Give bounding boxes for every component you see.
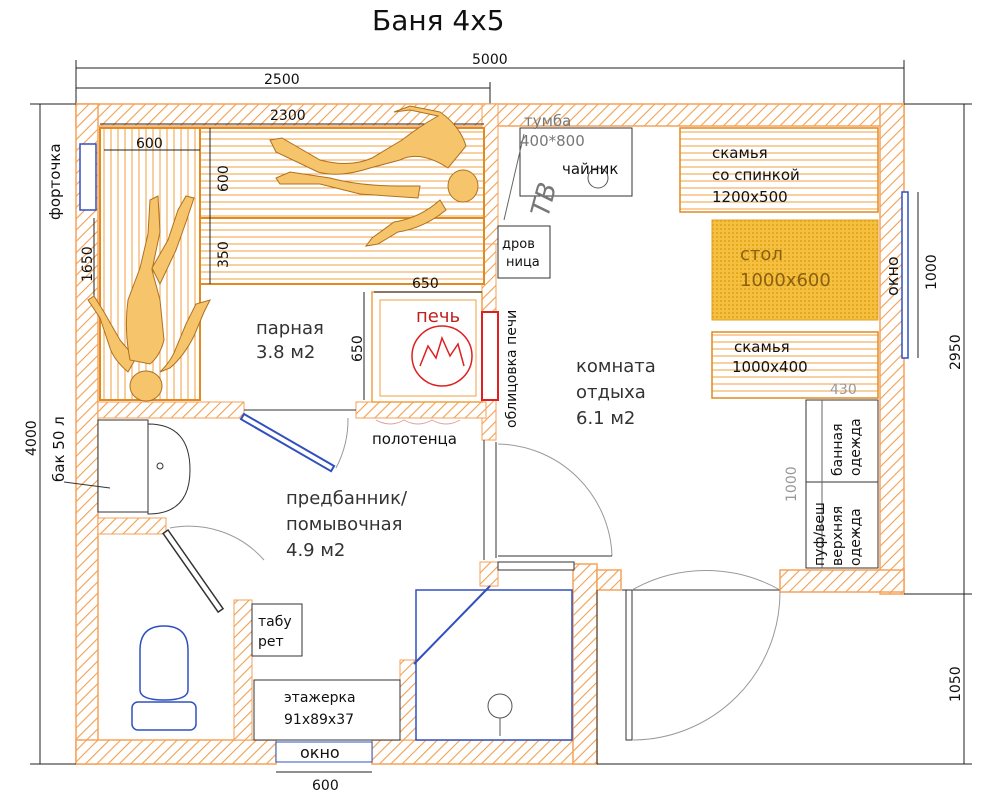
dim-total-height: 4000	[24, 103, 76, 765]
towels-label: полотенца	[372, 430, 457, 448]
outer-walls	[75, 103, 905, 765]
dim-1000-door-label: 1000	[784, 466, 800, 502]
page-title: Баня 4х5	[372, 4, 505, 37]
steam-room-area: 3.8 м2	[256, 342, 315, 363]
tumba-cabinet	[503, 127, 633, 221]
dim-600-v-label: 600	[216, 165, 232, 192]
dim-2300-label: 2300	[270, 108, 306, 124]
toilet-door[interactable]	[162, 525, 265, 614]
stool-label-1: табу	[258, 614, 292, 630]
dim-5000-label: 5000	[472, 52, 508, 68]
fortochka-label: форточка	[46, 143, 64, 220]
bottom-window-label: окно	[300, 743, 340, 762]
tumba-label-1: тумба	[524, 112, 571, 130]
right-window-label: окно	[883, 256, 902, 296]
steam-room-name: парная	[256, 318, 324, 339]
firewood-rack	[497, 225, 551, 279]
dim-350-label: 350	[216, 241, 232, 268]
bench-small-label-1: скамья	[734, 338, 790, 356]
stool-label-2: рет	[258, 634, 284, 650]
stove	[371, 291, 499, 403]
table-label-2: 1000х600	[740, 270, 831, 291]
table-label-1: стол	[740, 244, 783, 265]
shower-cabin	[413, 585, 573, 741]
bench-back-label-1: скамья	[712, 144, 768, 162]
bath-clothes-label-2: одежда	[848, 418, 864, 476]
firewood-label-1: дров	[502, 237, 535, 252]
shelf-label-1: этажерка	[284, 690, 356, 706]
wash-room-name-1: предбанник/	[286, 488, 408, 509]
right-window	[901, 191, 919, 359]
stove-dims: 650 650	[350, 276, 482, 400]
wash-room-area: 4.9 м2	[286, 540, 345, 561]
bench-small	[711, 331, 879, 399]
sauna-door[interactable]	[239, 409, 356, 473]
tumba-label-2: 400*800	[520, 132, 585, 150]
stove-cladding-label: облицовка печи	[504, 310, 520, 428]
firewood-label-2: ница	[506, 255, 540, 270]
dim-650-h-label: 650	[350, 335, 366, 362]
dim-total-width: 5000	[75, 52, 905, 104]
dim-2500-label: 2500	[264, 72, 300, 88]
shelf-label-2: 91х89х37	[284, 712, 354, 728]
wash-room-name-2: помывочная	[286, 514, 402, 535]
table	[711, 219, 879, 321]
sink	[97, 419, 191, 515]
bench-dims: 2300 600 600 350 1650	[80, 108, 484, 296]
dim-430-label: 430	[830, 382, 857, 398]
dim-1000-window-label: 1000	[924, 254, 940, 290]
dim-left-width: 2500	[76, 72, 491, 104]
towel-rack	[375, 419, 461, 425]
outer-clothes-label-3: одежда	[848, 508, 864, 566]
teapot-label: чайник	[562, 160, 618, 178]
person-lying-top	[269, 105, 479, 247]
shelf	[253, 679, 401, 741]
bath-clothes-label-1: банная	[830, 423, 846, 476]
dim-1050-label: 1050	[948, 666, 964, 702]
bottom-window	[275, 741, 373, 773]
dim-right: 2950 1050	[597, 103, 972, 765]
rest-room-area: 6.1 м2	[576, 408, 635, 429]
rest-room-name-2: отдыха	[576, 382, 646, 403]
outer-clothes-label-1: пуф/веш	[812, 502, 828, 566]
outer-clothes-label-2: верхняя	[830, 506, 846, 566]
bench-back-label-3: 1200х500	[712, 188, 788, 206]
dim-600-h-label: 600	[136, 136, 163, 152]
entrance-door[interactable]	[596, 569, 781, 764]
toilet	[131, 625, 197, 731]
bench-small-label-2: 1000х400	[732, 358, 808, 376]
dim-1650-label: 1650	[80, 246, 96, 282]
wardrobes	[805, 399, 879, 569]
bench-back-label-2: со спинкой	[712, 166, 800, 184]
sauna-vent-window	[79, 143, 97, 211]
rest-room-door[interactable]	[483, 440, 613, 560]
rest-room-name-1: комната	[576, 356, 656, 377]
dim-4000-label: 4000	[24, 420, 40, 456]
tank-label: бак 50 л	[50, 416, 68, 482]
dim-650-w-label: 650	[412, 276, 439, 292]
dim-600-window-label: 600	[312, 778, 339, 794]
dim-2950-label: 2950	[948, 334, 964, 370]
stove-label: печь	[416, 306, 460, 327]
person-lying-left	[87, 195, 211, 402]
bench-with-back	[679, 127, 879, 213]
stool	[251, 603, 303, 657]
